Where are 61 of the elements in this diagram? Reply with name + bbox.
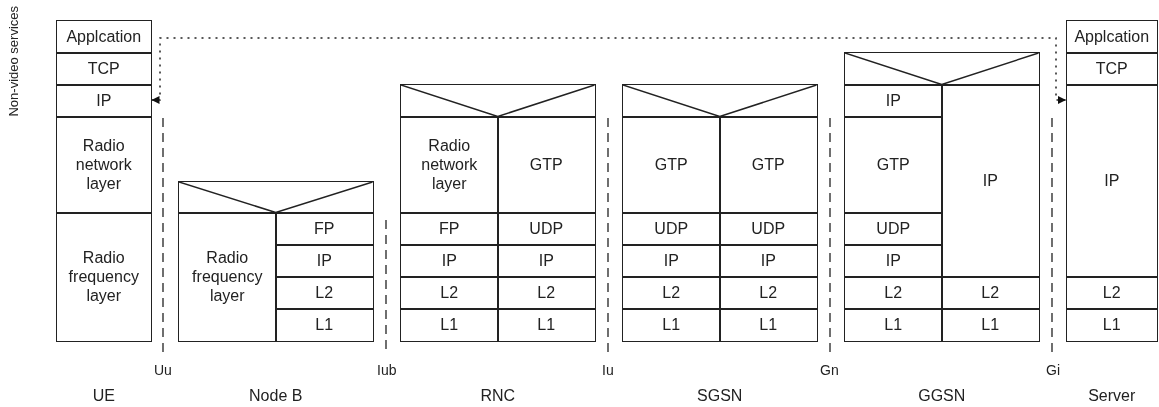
protocol-layer: L2 — [941, 276, 1040, 310]
protocol-layer: L1 — [941, 308, 1040, 342]
protocol-layer: IP — [56, 84, 152, 118]
protocol-layer: L1 — [622, 308, 721, 342]
protocol-layer: L1 — [1066, 308, 1158, 342]
node-name: GGSN — [918, 386, 966, 405]
header-band — [622, 84, 818, 118]
interface-label: Uu — [154, 362, 172, 378]
protocol-layer: FP — [400, 212, 499, 246]
interface-label: Gi — [1046, 362, 1060, 378]
protocol-layer: L2 — [275, 276, 374, 310]
protocol-layer: L2 — [497, 276, 596, 310]
protocol-layer: UDP — [844, 212, 943, 246]
protocol-layer: Radio network layer — [400, 116, 499, 214]
protocol-layer: IP — [275, 244, 374, 278]
header-band — [400, 84, 596, 118]
protocol-layer: Radio frequency layer — [178, 212, 277, 342]
protocol-layer: UDP — [622, 212, 721, 246]
dotted-arrow — [150, 37, 1067, 104]
protocol-layer: L2 — [622, 276, 721, 310]
protocol-layer: L1 — [400, 308, 499, 342]
protocol-layer: IP — [941, 84, 1040, 278]
protocol-layer: Applcation — [1066, 20, 1158, 54]
node-name: Server — [1088, 386, 1136, 405]
protocol-layer: IP — [844, 244, 943, 278]
interface-label: Iu — [602, 362, 614, 378]
node-name: Node B — [249, 386, 303, 405]
protocol-layer: UDP — [719, 212, 818, 246]
interface-label: Iub — [377, 362, 397, 378]
protocol-layer: L2 — [1066, 276, 1158, 310]
protocol-layer: IP — [1066, 84, 1158, 278]
protocol-layer: UDP — [497, 212, 596, 246]
protocol-layer: IP — [844, 84, 943, 118]
protocol-layer: IP — [719, 244, 818, 278]
side-label: Non-video services — [6, 6, 22, 117]
header-band — [844, 52, 1040, 86]
protocol-layer: GTP — [719, 116, 818, 214]
protocol-layer: IP — [622, 244, 721, 278]
protocol-layer: Applcation — [56, 20, 152, 54]
protocol-layer: GTP — [497, 116, 596, 214]
protocol-layer: GTP — [622, 116, 721, 214]
protocol-layer: TCP — [56, 52, 152, 86]
protocol-layer: L1 — [719, 308, 818, 342]
protocol-layer: Radio frequency layer — [56, 212, 152, 342]
protocol-layer: GTP — [844, 116, 943, 214]
protocol-layer: L1 — [497, 308, 596, 342]
header-band — [178, 181, 374, 214]
protocol-layer: L2 — [844, 276, 943, 310]
protocol-layer: FP — [275, 212, 374, 246]
protocol-layer: L2 — [400, 276, 499, 310]
protocol-layer: L2 — [719, 276, 818, 310]
protocol-layer: IP — [400, 244, 499, 278]
node-name: UE — [92, 386, 115, 405]
protocol-layer: TCP — [1066, 52, 1158, 86]
protocol-layer: Radio network layer — [56, 116, 152, 214]
protocol-layer: L1 — [275, 308, 374, 342]
protocol-layer: IP — [497, 244, 596, 278]
node-name: SGSN — [697, 386, 743, 405]
interface-label: Gn — [820, 362, 839, 378]
protocol-layer: L1 — [844, 308, 943, 342]
node-name: RNC — [480, 386, 516, 405]
